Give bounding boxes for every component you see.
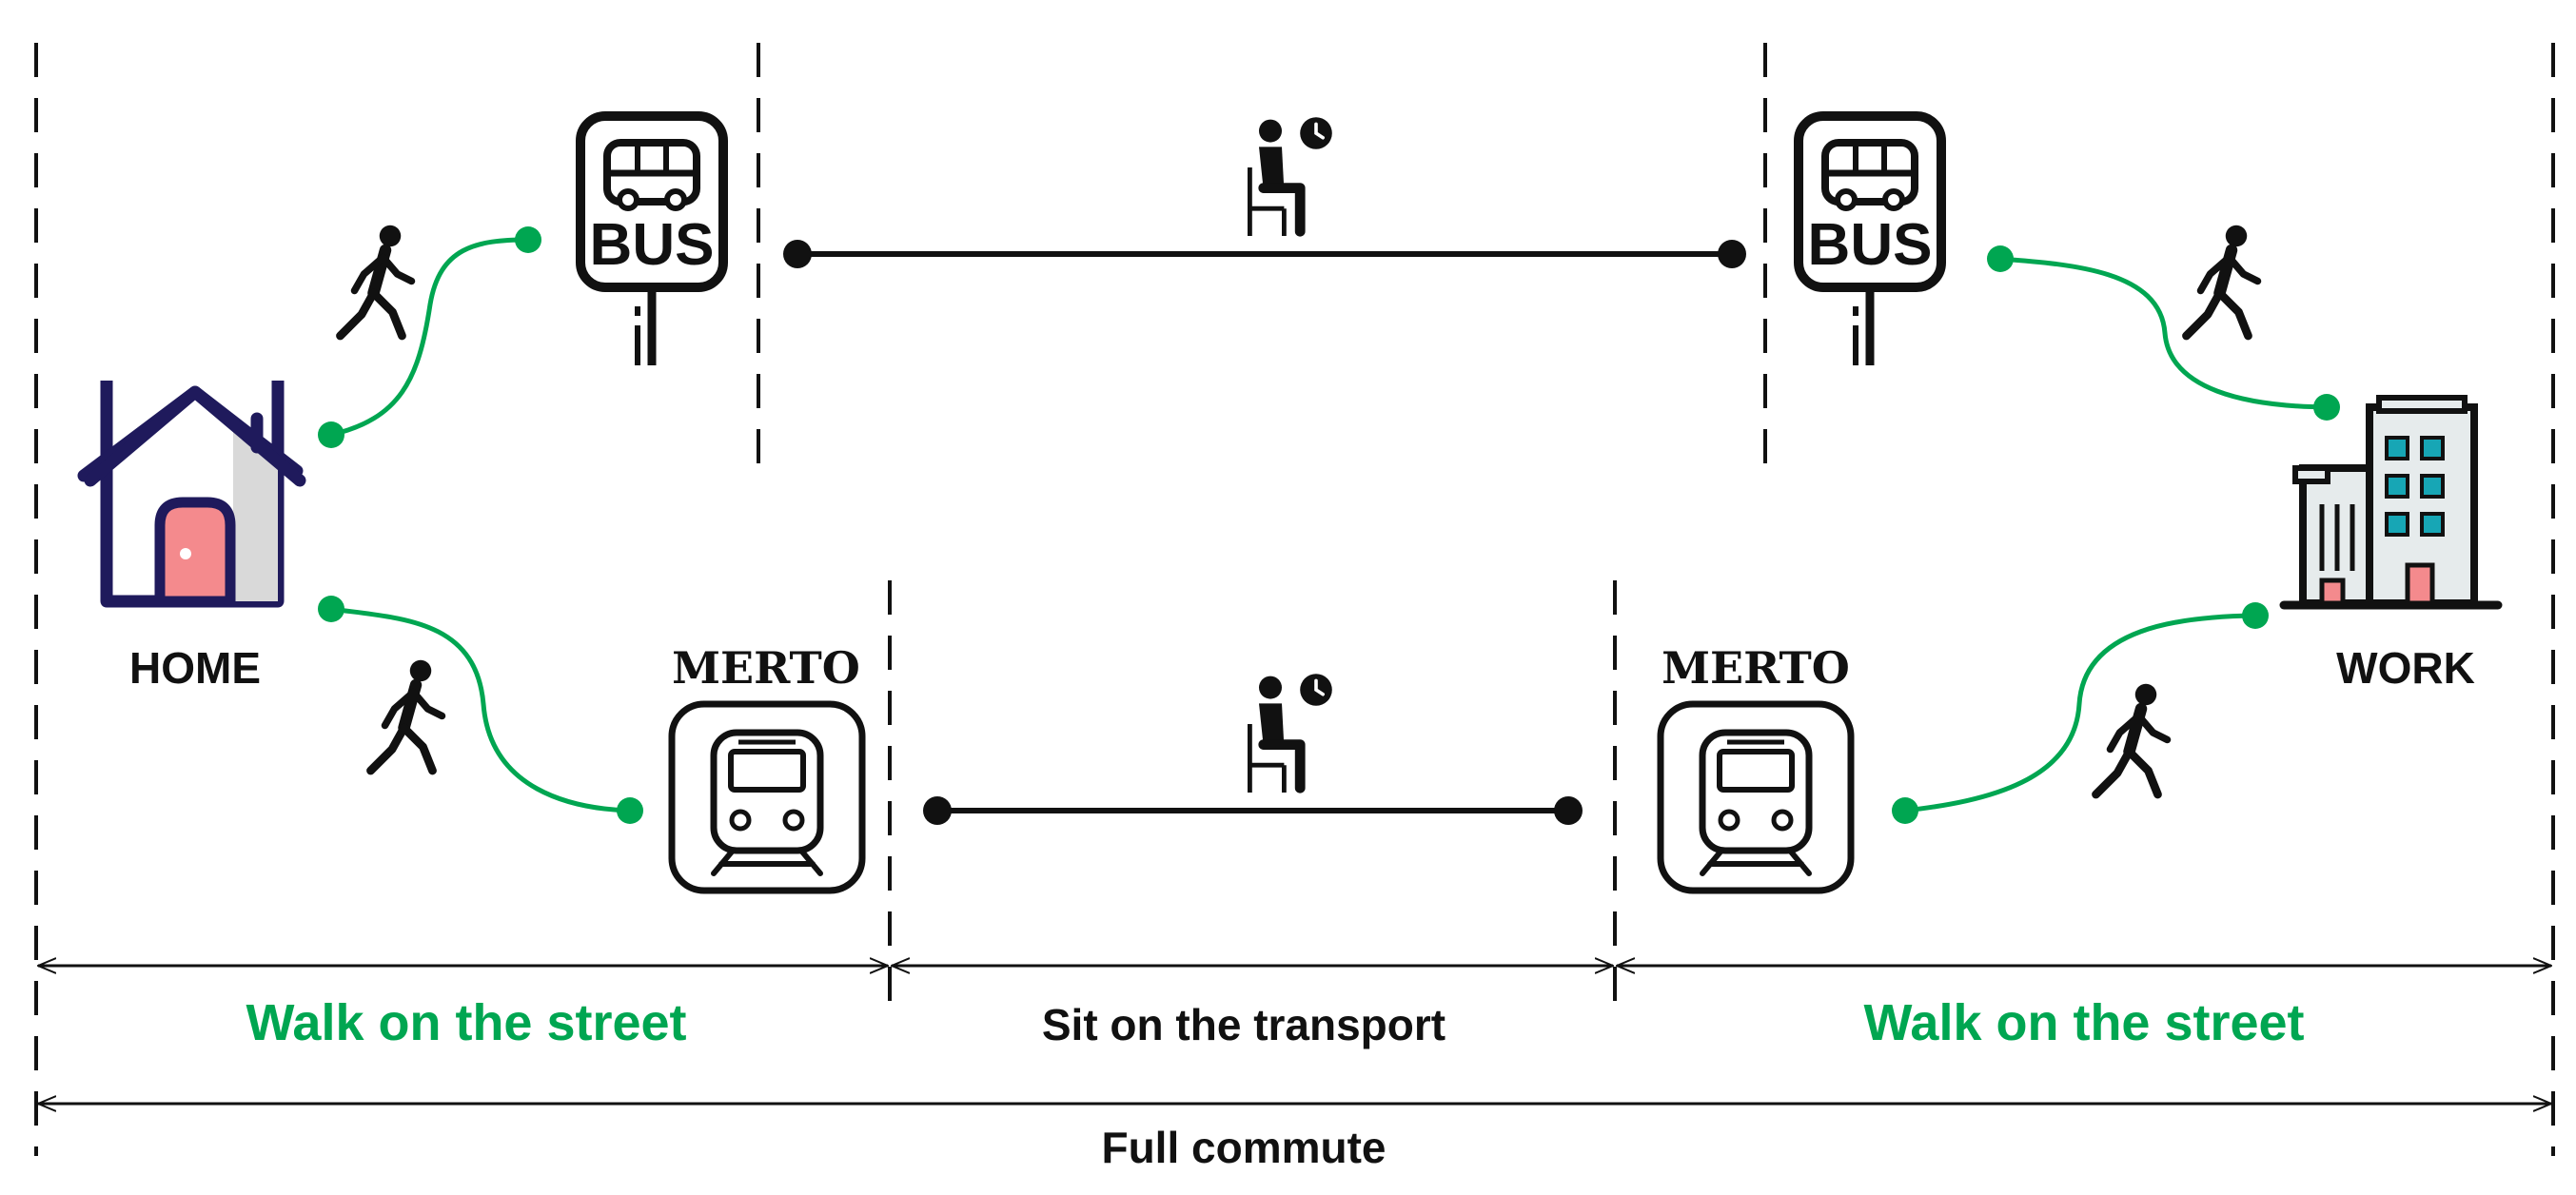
walk-path-home-metro xyxy=(330,606,631,813)
sit-label: Sit on the transport xyxy=(1042,1000,1445,1049)
metro-icon-left xyxy=(672,704,862,891)
home-label: HOME xyxy=(129,643,261,693)
seated-person-clock-icon-2 xyxy=(1249,674,1331,793)
walk-path-bus-work xyxy=(1999,256,2328,410)
bus-sign-right-label: BUS xyxy=(1808,212,1933,278)
bus-sign-left-label: BUS xyxy=(590,212,715,278)
walk-path-home-bus xyxy=(330,237,529,438)
bus-stop-icon-right: BUS xyxy=(1799,116,1941,365)
walk-paths xyxy=(330,237,2328,813)
walk-right-label: Walk on the street xyxy=(1863,994,2304,1051)
metro-right-label: MERTO xyxy=(1662,642,1850,694)
ride-line-metro xyxy=(923,796,1583,825)
walking-person-icon-2 xyxy=(371,660,442,771)
dashed-dividers xyxy=(34,43,2555,1156)
house-icon xyxy=(77,381,306,608)
seated-person-clock-icon-1 xyxy=(1249,117,1331,236)
walk-path-metro-work xyxy=(1904,613,2256,813)
walk-left-label: Walk on the street xyxy=(246,994,686,1051)
walking-person-icon-4 xyxy=(2096,684,2168,794)
ride-line-bus xyxy=(783,240,1746,268)
span-arrows xyxy=(38,966,2551,1104)
walk-endpoints xyxy=(318,226,2340,824)
office-building-icon xyxy=(2279,395,2503,610)
metro-left-label: MERTO xyxy=(672,642,860,694)
work-label: WORK xyxy=(2336,643,2475,693)
full-commute-label: Full commute xyxy=(1101,1123,1386,1172)
bus-stop-icon-left: BUS xyxy=(580,116,723,365)
metro-icon-right xyxy=(1661,704,1851,891)
walking-person-icon-1 xyxy=(341,225,412,336)
walking-person-icon-3 xyxy=(2187,225,2258,336)
